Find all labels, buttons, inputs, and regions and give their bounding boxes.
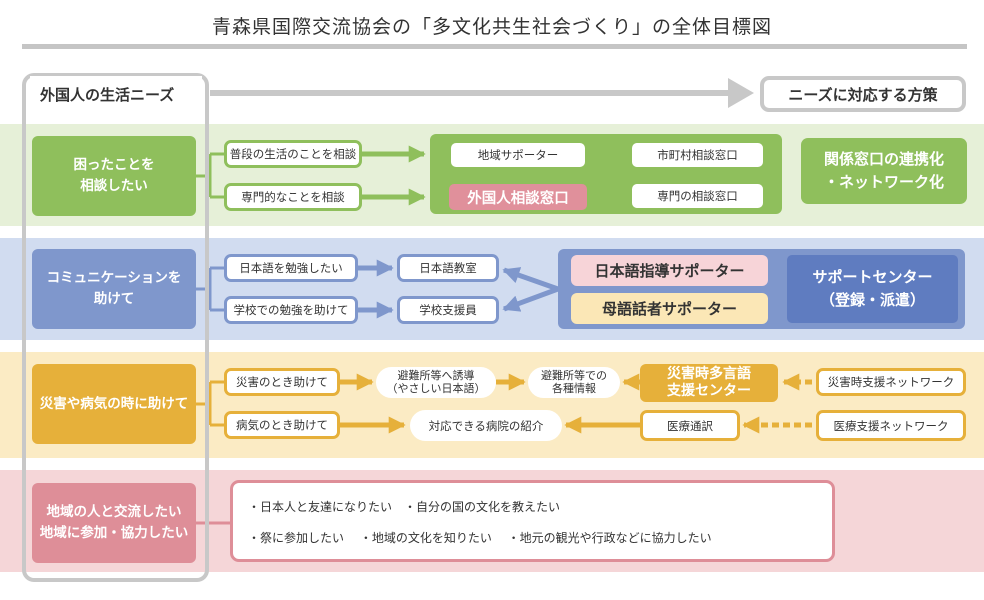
category-consult: 困ったことを 相談したい [32, 136, 196, 216]
multilingual-disaster-center: 災害時多言語 支援センター [640, 364, 778, 402]
municipal-desk: 市町村相談窓口 [632, 143, 763, 167]
evacuation-guidance-label: 避難所等へ誘導 （やさしい日本語） [386, 368, 486, 395]
title-divider [22, 44, 967, 49]
need-school-help: 学校での勉強を助けて [224, 296, 358, 324]
support-center-label: サポートセンター （登録・派遣） [812, 267, 933, 309]
need-disaster-help: 災害のとき助けて [224, 368, 340, 396]
policy-header: ニーズに対応する方策 [760, 76, 966, 112]
category-consult-label: 困ったことを 相談したい [73, 157, 155, 194]
shelter-information: 避難所等での 各種情報 [528, 367, 620, 398]
need-study-japanese: 日本語を勉強したい [224, 254, 358, 282]
community-needs-line-2: ・祭に参加したい ・地域の文化を知りたい ・地元の観光や行政などに協力したい [248, 531, 712, 545]
community-needs-line-1: ・日本人と友達になりたい ・自分の国の文化を教えたい [248, 500, 561, 514]
category-disaster-label: 災害や病気の時に助けて [39, 395, 189, 412]
needs-header: 外国人の生活ニーズ [30, 76, 202, 112]
native-language-supporter: 母語話者サポーター [571, 293, 768, 324]
needs-column-frame [22, 73, 209, 582]
network-policy: 関係窓口の連携化 ・ネットワーク化 [801, 138, 967, 204]
category-disaster: 災害や病気の時に助けて [32, 364, 196, 444]
school-support-staff: 学校支援員 [397, 296, 499, 324]
needs-to-policy-arrow-head [728, 78, 754, 108]
support-center: サポートセンター （登録・派遣） [787, 255, 958, 323]
multilingual-disaster-center-label: 災害時多言語 支援センター [667, 366, 751, 399]
shelter-information-label: 避難所等での 各種情報 [541, 368, 607, 395]
disaster-support-network: 災害時支援ネットワーク [816, 368, 966, 396]
medical-interpretation: 医療通訳 [640, 410, 740, 441]
network-policy-label: 関係窓口の連携化 ・ネットワーク化 [823, 149, 944, 191]
local-supporter: 地域サポーター [451, 143, 585, 167]
community-needs-list: ・日本人と友達になりたい ・自分の国の文化を教えたい ・祭に参加したい ・地域の… [230, 480, 835, 562]
need-illness-help: 病気のとき助けて [224, 411, 340, 439]
evacuation-guidance: 避難所等へ誘導 （やさしい日本語） [376, 367, 496, 398]
specialist-desk: 専門の相談窓口 [632, 184, 763, 208]
category-communication: コミュニケーションを 助けて [32, 249, 196, 329]
medical-support-network: 医療支援ネットワーク [816, 410, 966, 441]
need-expert-consult: 専門的なことを相談 [224, 183, 362, 211]
need-daily-consult: 普段の生活のことを相談 [224, 140, 362, 168]
japanese-teaching-supporter: 日本語指導サポーター [571, 255, 768, 286]
page-title: 青森県国際交流協会の「多文化共生社会づくり」の全体目標図 [211, 16, 772, 38]
japanese-classroom: 日本語教室 [397, 254, 499, 282]
category-community-label: 地域の人と交流したい 地域に参加・協力したい [39, 504, 189, 541]
foreigner-consult-desk: 外国人相談窓口 [449, 184, 587, 210]
category-community: 地域の人と交流したい 地域に参加・協力したい [32, 483, 196, 563]
hospital-referral: 対応できる病院の紹介 [410, 410, 562, 441]
needs-to-policy-arrow [210, 90, 734, 96]
category-communication-label: コミュニケーションを 助けて [46, 270, 182, 307]
